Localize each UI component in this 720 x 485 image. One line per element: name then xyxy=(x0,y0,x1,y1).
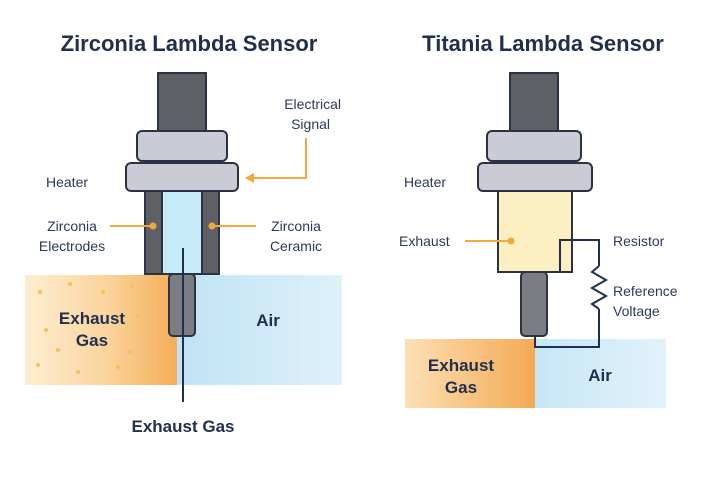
exhaust-label: Exhaust xyxy=(399,233,450,249)
ceramic-label-line2: Ceramic xyxy=(270,238,322,254)
pointer-lines xyxy=(110,138,307,227)
heater-nut xyxy=(477,162,593,192)
sensor-rod xyxy=(157,72,207,134)
heater-label: Heater xyxy=(46,174,88,190)
electrical-signal-arrowhead xyxy=(245,173,254,183)
resistor-wire-top xyxy=(559,239,600,272)
exhaust-gas-label-line1: Exhaust xyxy=(428,356,494,375)
exhaust-gas-label-line1: Exhaust xyxy=(59,309,125,328)
ceramic-label-line1: Zirconia xyxy=(271,218,321,234)
electrodes-label-line1: Zirconia xyxy=(47,218,97,234)
resistor-label: Resistor xyxy=(613,233,665,249)
exhaust-particles xyxy=(36,282,162,374)
exhaust-pointer-dot xyxy=(507,237,515,245)
probe-tip xyxy=(520,271,548,337)
electrical-label-line2: Signal xyxy=(291,116,330,132)
resistor-symbol xyxy=(589,265,609,310)
electrical-label-line1: Electrical xyxy=(284,96,341,112)
exhaust-gas-bottom-label: Exhaust Gas xyxy=(132,417,235,436)
zirconia-sensor-panel: Zirconia Lambda Sensor xyxy=(25,31,342,436)
titania-title: Titania Lambda Sensor xyxy=(422,31,664,56)
electrodes-dot xyxy=(149,222,157,230)
sensor-upper-collar xyxy=(486,130,582,162)
air-label: Air xyxy=(588,366,612,385)
reference-voltage-label-line2: Voltage xyxy=(613,303,660,319)
air-region xyxy=(177,275,342,385)
exhaust-gas-region xyxy=(25,275,177,385)
resistor-wire-bottom xyxy=(534,309,600,348)
electrodes-label-line2: Electrodes xyxy=(39,238,105,254)
exhaust-gas-label-line2: Gas xyxy=(76,331,108,350)
sensor-rod xyxy=(509,72,559,134)
heater-nut xyxy=(125,162,239,192)
titania-sensor-panel: Titania Lambda Sensor Heater Exhaust Res… xyxy=(399,31,678,408)
exhaust-gas-region xyxy=(405,339,535,408)
zirconia-title: Zirconia Lambda Sensor xyxy=(61,31,318,56)
exhaust-gas-label-line2: Gas xyxy=(445,378,477,397)
air-label: Air xyxy=(256,311,280,330)
ceramic-dot xyxy=(208,222,216,230)
reference-voltage-label-line1: Reference xyxy=(613,283,678,299)
electrical-signal-pointer xyxy=(248,138,307,179)
air-region xyxy=(535,339,666,408)
heater-label: Heater xyxy=(404,174,446,190)
sensor-upper-collar xyxy=(136,130,228,162)
